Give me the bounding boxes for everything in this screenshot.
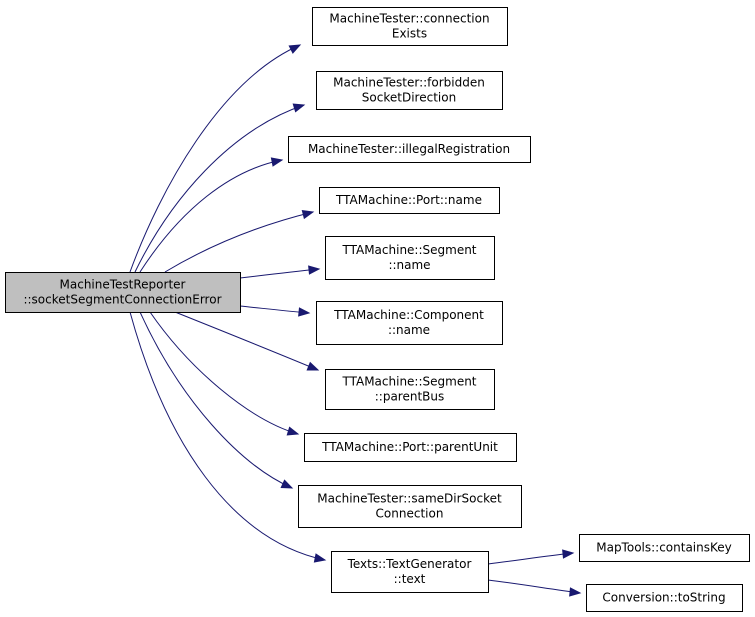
node-label: ::name <box>388 323 430 337</box>
edge-line <box>149 311 299 435</box>
node-label: Texts::TextGenerator <box>347 557 472 571</box>
node-label: ::text <box>394 572 426 586</box>
node-label: SocketDirection <box>362 91 456 105</box>
callee-function-node[interactable]: Texts::TextGenerator::text <box>331 551 489 593</box>
node-box <box>325 236 495 280</box>
node-label: MachineTester::forbidden <box>333 76 485 90</box>
node-box <box>312 7 508 46</box>
arrowhead-icon <box>569 587 582 597</box>
node-box <box>316 71 503 110</box>
arrowhead-icon <box>306 361 320 371</box>
edge-line <box>239 268 320 279</box>
node-box <box>298 485 522 528</box>
callee-function-node[interactable]: TTAMachine::Segment::parentBus <box>325 369 495 410</box>
edge-line <box>139 159 283 273</box>
node-box <box>288 136 531 163</box>
edge-line <box>487 552 574 565</box>
edge-root-n10 <box>129 311 327 563</box>
callee-function-node[interactable]: Conversion::toString <box>586 584 743 612</box>
callee-function-node[interactable]: TTAMachine::Component::name <box>316 301 503 345</box>
arrowhead-icon <box>288 44 302 54</box>
node-box <box>579 534 750 562</box>
node-label: Exists <box>392 27 427 41</box>
edge-line <box>129 44 301 273</box>
arrowhead-icon <box>313 553 327 563</box>
node-box <box>331 551 489 593</box>
edge-root-n3 <box>139 157 284 273</box>
callee-function-node[interactable]: MapTools::containsKey <box>579 534 750 562</box>
edge-root-n2 <box>134 103 306 273</box>
node-label: MachineTestReporter <box>60 278 186 292</box>
node-label: ::socketSegmentConnectionError <box>23 293 221 307</box>
node-label: TTAMachine::Segment <box>341 243 476 257</box>
node-box <box>586 584 743 612</box>
node-label: ::parentBus <box>375 390 445 404</box>
node-label: MapTools::containsKey <box>596 541 732 555</box>
callee-function-node[interactable]: TTAMachine::Segment::name <box>325 236 495 280</box>
edge-line <box>134 104 305 273</box>
arrowhead-icon <box>286 426 300 436</box>
edge-line <box>487 579 581 594</box>
arrowhead-icon <box>270 157 284 167</box>
node-box <box>316 301 503 345</box>
root-function-node: MachineTestReporter::socketSegmentConnec… <box>5 272 241 313</box>
edge-root-n4 <box>164 209 315 273</box>
arrowhead-icon <box>292 103 306 113</box>
node-label: TTAMachine::Component <box>333 308 484 322</box>
node-box <box>5 272 241 313</box>
node-label: Conversion::toString <box>602 591 725 605</box>
arrowhead-icon <box>308 265 321 275</box>
arrowhead-icon <box>301 209 315 220</box>
node-box <box>325 369 495 410</box>
edge-line <box>129 311 326 561</box>
edge-line <box>174 311 319 371</box>
node-label: MachineTester::illegalRegistration <box>308 142 510 156</box>
callee-function-node[interactable]: TTAMachine::Port::name <box>319 187 500 214</box>
edge-n10-n12 <box>487 579 582 597</box>
node-box <box>304 433 517 462</box>
node-box <box>319 187 500 214</box>
edges-layer <box>129 44 582 597</box>
edge-root-n6 <box>239 305 311 317</box>
node-label: MachineTester::sameDirSocket <box>317 492 502 506</box>
callee-function-node[interactable]: MachineTester::illegalRegistration <box>288 136 531 163</box>
nodes-layer: MachineTestReporter::socketSegmentConnec… <box>5 7 750 612</box>
edge-root-n5 <box>239 265 321 279</box>
edge-root-n1 <box>129 44 302 273</box>
edge-root-n9 <box>139 311 294 489</box>
node-label: TTAMachine::Port::name <box>335 193 482 207</box>
edge-root-n8 <box>149 311 300 436</box>
edge-line <box>164 211 314 273</box>
arrowhead-icon <box>298 307 311 317</box>
node-label: TTAMachine::Segment <box>341 375 476 389</box>
edge-n10-n11 <box>487 549 575 565</box>
node-label: MachineTester::connection <box>329 12 489 26</box>
node-label: Connection <box>376 507 444 521</box>
callee-function-node[interactable]: TTAMachine::Port::parentUnit <box>304 433 517 462</box>
edge-root-n7 <box>174 311 320 371</box>
node-label: TTAMachine::Port::parentUnit <box>321 440 498 454</box>
arrowhead-icon <box>562 549 575 559</box>
edge-line <box>139 311 293 489</box>
node-label: ::name <box>388 258 430 272</box>
arrowhead-icon <box>280 479 294 489</box>
